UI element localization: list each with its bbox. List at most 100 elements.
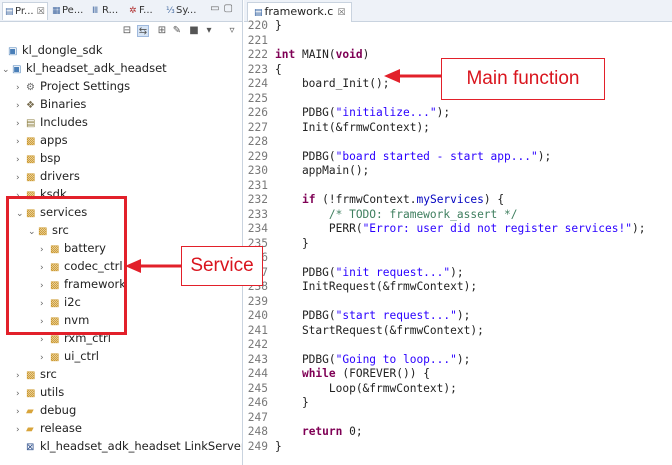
code-line[interactable]: 229 PDBG("board started - start app...")… [244,150,551,165]
tree-item[interactable]: ›▩drivers [16,167,80,185]
code-line[interactable]: 232 if (!frmwContext.myServices) { [244,193,504,208]
tree-item[interactable]: ›▩ui_ctrl [40,347,99,365]
code-line[interactable]: 231 [244,179,275,194]
code-line[interactable]: 243 PDBG("Going to loop..."); [244,353,471,368]
chevron-right-icon[interactable]: › [16,173,20,183]
focus-icon[interactable]: ✎ [172,25,182,36]
chevron-down-icon[interactable]: ⌄ [2,65,10,75]
tree-item-label: kl_dongle_sdk [22,43,103,57]
code-line[interactable]: 227 Init(&frmwContext); [244,121,430,136]
chevron-right-icon[interactable]: › [16,371,20,381]
code-line[interactable]: 247 [244,411,275,426]
code-text: return 0; [301,425,363,438]
chevron-right-icon[interactable]: › [40,317,44,327]
code-line[interactable]: 242 [244,338,275,353]
chevron-right-icon[interactable]: › [40,353,44,363]
code-line[interactable]: 234 PERR("Error: user did not register s… [244,222,646,237]
tree-item[interactable]: ›⚙Project Settings [16,77,130,95]
chevron-right-icon[interactable]: › [40,299,44,309]
code-line[interactable]: 241 StartRequest(&frmwContext); [244,324,484,339]
tree-item[interactable]: ⌄▣kl_headset_adk_headset [2,59,167,77]
line-number: 232 [247,193,268,206]
tree-item[interactable]: ›▩codec_ctrl [40,257,123,275]
chevron-right-icon[interactable]: › [40,263,44,273]
chevron-right-icon[interactable]: › [16,83,20,93]
code-line[interactable]: 239 [244,295,275,310]
code-line[interactable]: 224 board_Init(); [244,77,390,92]
project-icon: ▣ [12,64,22,75]
chevron-right-icon[interactable]: › [16,389,20,399]
chevron-right-icon[interactable]: › [40,335,44,345]
tree-item[interactable]: ›❖Binaries [16,95,86,113]
tree-item[interactable]: ›▰debug [16,401,76,419]
tab-framework-c[interactable]: ▤framework.c☒ [247,2,353,22]
code-line[interactable]: 244 while (FOREVER()) { [244,367,430,382]
close-icon[interactable]: ☒ [337,8,346,18]
line-number: 223 [247,62,268,76]
code-line[interactable]: 245 Loop(&frmwContext); [244,382,457,397]
code-line[interactable]: 226 PDBG("initialize..."); [244,106,450,121]
tree-item[interactable]: ›▩framework [40,275,126,293]
tree-item[interactable]: ›▰release [16,419,82,437]
code-line[interactable]: 238 InitRequest(&frmwContext); [244,280,477,295]
tree-item-services[interactable]: ⌄▩services [16,203,87,221]
chevron-down-icon[interactable]: ⌄ [28,227,36,237]
chevron-right-icon[interactable]: › [16,119,20,129]
tree-item[interactable]: ›▤Includes [16,113,88,131]
chevron-right-icon[interactable]: › [16,407,20,417]
tab-faults[interactable]: ✲F... [129,2,153,20]
tree-item[interactable]: ⌄▩src [28,221,69,239]
close-icon[interactable]: ☒ [36,7,45,17]
code-line[interactable]: 237 PDBG("init request..."); [244,266,464,281]
chevron-right-icon[interactable]: › [16,155,20,165]
tree-item[interactable]: ›▩src [16,365,57,383]
view-menu-icon[interactable]: ▿ [229,25,235,36]
code-line[interactable]: 220} [244,19,282,34]
code-line[interactable]: 248 return 0; [244,425,363,440]
line-number: 247 [247,410,268,424]
chevron-right-icon[interactable]: › [16,137,20,147]
code-line[interactable]: 249} [244,440,282,455]
chevron-down-icon[interactable]: ⌄ [16,209,24,219]
collapse-all-icon[interactable]: ⊟ [122,25,132,36]
stop-icon[interactable]: ■ [189,25,199,36]
tree-item[interactable]: ›▩apps [16,131,68,149]
code-line[interactable]: 240 PDBG("start request..."); [244,309,471,324]
tab-symbols[interactable]: ⅓Sy... [166,2,196,20]
tree-item[interactable]: ›▩bsp [16,149,61,167]
main-function-callout: Main function [441,58,605,100]
tab-project-explorer[interactable]: ▤Pr...☒ [2,2,48,20]
maximize-icon[interactable]: ▢ [223,3,237,14]
tree-item[interactable]: ▣kl_dongle_sdk [8,41,103,59]
chevron-right-icon[interactable]: › [16,101,20,111]
code-line[interactable]: 233 /* TODO: framework_assert */ [244,208,518,223]
code-line[interactable]: 230 appMain(); [244,164,370,179]
code-line[interactable]: 246 } [244,396,309,411]
line-number: 245 [247,381,268,395]
settings-icon: ⚙ [26,82,35,93]
tree-item-label: framework [64,277,126,291]
code-line[interactable]: 223{ [244,63,282,78]
code-line[interactable]: 228 [244,135,275,150]
line-number: 229 [247,149,268,163]
chevron-right-icon[interactable]: › [16,425,20,435]
tree-item[interactable]: ⊠kl_headset_adk_headset LinkServer debu [26,437,242,455]
minimize-icon[interactable]: ▭ [210,3,224,14]
tree-item[interactable]: ›▩utils [16,383,64,401]
code-line[interactable]: 225 [244,92,275,107]
chevron-right-icon[interactable]: › [40,245,44,255]
line-number: 246 [247,396,268,409]
link-with-editor-icon[interactable]: ⇆ [137,25,149,37]
tree-item[interactable]: ›▩nvm [40,311,89,329]
view-menu-chevron-down-icon[interactable]: ▾ [206,25,212,36]
code-line[interactable]: 221 [244,34,275,49]
tree-item[interactable]: ›▩i2c [40,293,81,311]
tree-item[interactable]: ›▩battery [40,239,106,257]
tab-peripherals[interactable]: ▦Pe... [52,2,83,20]
chevron-right-icon[interactable]: › [40,281,44,291]
filter-icon[interactable]: ⊞ [157,25,167,36]
